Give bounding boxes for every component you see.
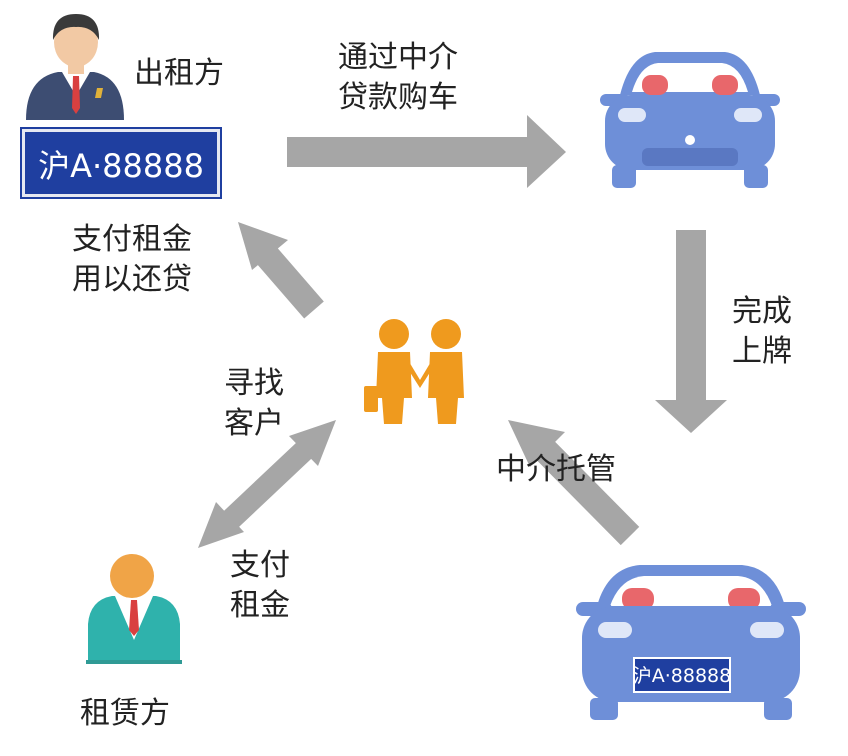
two-people-handshake-icon (364, 319, 464, 424)
tenant-pay-label: 支付 租金 (230, 546, 290, 626)
register-label-line1: 完成 (732, 294, 792, 329)
register-label-line2: 上牌 (732, 334, 792, 369)
find-customer-label-line2: 客户 (224, 406, 284, 441)
businessman-icon (26, 14, 124, 120)
pay-rent-label-line1: 支付租金 (72, 222, 192, 257)
small-plate-text: 沪A·88888 (633, 665, 731, 687)
arrow-custody (508, 420, 640, 546)
register-label: 完成 上牌 (732, 292, 792, 372)
arrow-pay-rent (238, 222, 324, 319)
find-customer-label-line1: 寻找 (224, 366, 284, 401)
arrow-find-customer (198, 420, 336, 548)
pay-rent-label: 支付租金 用以还贷 (72, 220, 192, 300)
customer-icon (86, 554, 182, 664)
license-plate-large: 沪A·88888 (22, 129, 220, 197)
loan-label-line2: 贷款购车 (338, 80, 458, 115)
loan-label-line1: 通过中介 (338, 40, 458, 75)
arrow-register (655, 230, 727, 433)
lessee-label: 租赁方 (80, 696, 170, 731)
car-icon (600, 52, 780, 188)
loan-label: 通过中介 贷款购车 (338, 38, 458, 118)
arrow-loan (287, 115, 566, 188)
car-with-plate-icon: 沪A·88888 (576, 565, 806, 720)
tenant-pay-label-line1: 支付 (230, 548, 290, 583)
tenant-pay-label-line2: 租金 (230, 588, 290, 623)
custody-label: 中介托管 (496, 452, 616, 487)
find-customer-label: 寻找 客户 (224, 364, 284, 444)
lessor-label: 出租方 (134, 56, 224, 91)
pay-rent-label-line2: 用以还贷 (72, 262, 192, 297)
